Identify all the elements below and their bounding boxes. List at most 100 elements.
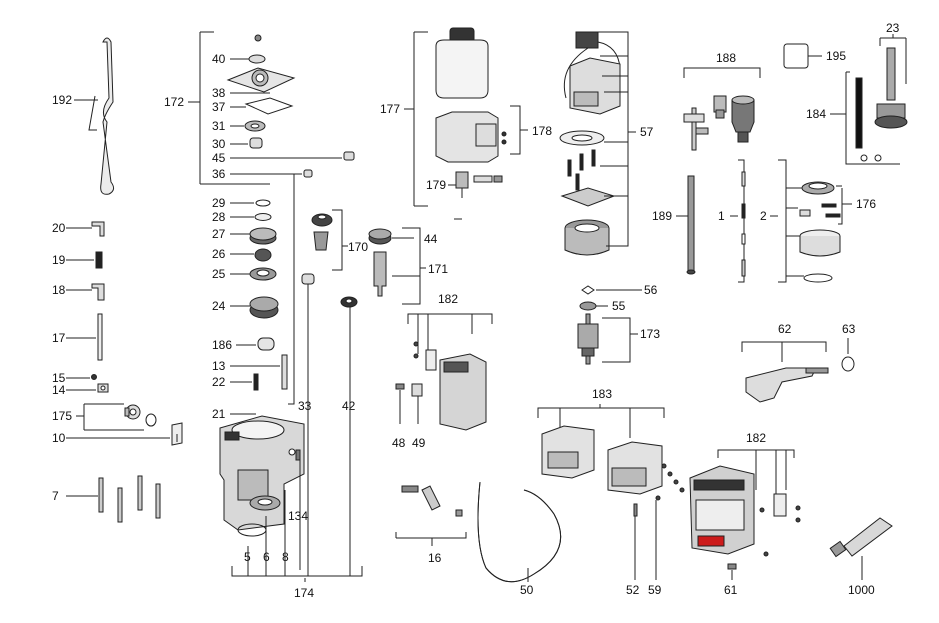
part-17	[97, 313, 103, 361]
callout-49: 49	[412, 436, 426, 450]
armature-icon	[577, 313, 599, 365]
callout-18: 18	[52, 283, 66, 297]
callout-1: 1	[718, 209, 725, 223]
hose-icon	[477, 481, 562, 583]
callout-174: 174	[294, 586, 314, 600]
part-7-screws	[98, 475, 161, 523]
callout-134: 134	[288, 509, 308, 523]
callout-23: 23	[886, 21, 900, 35]
callout-16: 16	[428, 551, 442, 565]
callout-21: 21	[212, 407, 226, 421]
part-195	[783, 43, 809, 69]
part-176-sleeve	[799, 229, 841, 257]
part-36	[303, 169, 313, 178]
part-42	[340, 296, 358, 308]
part-23-spindle	[874, 47, 908, 129]
callout-15: 15	[52, 371, 66, 385]
callout-45: 45	[212, 151, 226, 165]
part-49	[411, 383, 423, 397]
handle-icon	[745, 367, 829, 403]
chuck-icon	[731, 95, 755, 143]
callout-176: 176	[856, 197, 876, 211]
callout-30: 30	[212, 137, 226, 151]
callout-50: 50	[520, 583, 534, 597]
callout-25: 25	[212, 267, 226, 281]
part-183-half-b	[607, 441, 663, 495]
part-26	[254, 248, 272, 262]
part-16-lever	[401, 485, 463, 517]
callout-63: 63	[842, 322, 856, 336]
part-38-flange	[226, 67, 296, 93]
part-24-gear	[249, 296, 279, 319]
callout-27: 27	[212, 227, 226, 241]
part-27-gear	[249, 227, 277, 245]
part-63	[841, 356, 855, 372]
callout-183: 183	[592, 387, 612, 401]
part-37-gasket	[244, 97, 294, 115]
part-170-pinion	[313, 231, 329, 251]
callout-42: 42	[342, 399, 356, 413]
part-176-oring	[803, 273, 833, 283]
callout-186: 186	[212, 338, 232, 352]
callout-40: 40	[212, 52, 226, 66]
part-45	[343, 151, 355, 161]
callout-61: 61	[724, 583, 738, 597]
part-19	[95, 251, 103, 269]
callout-171: 171	[428, 262, 448, 276]
callout-55: 55	[612, 299, 626, 313]
callout-182a: 182	[438, 292, 458, 306]
part-48	[395, 383, 405, 390]
part-22	[253, 373, 259, 391]
part-176-ring	[801, 181, 835, 195]
callout-52: 52	[626, 583, 640, 597]
part-44-gear	[368, 228, 392, 245]
part-182-housing-center	[413, 341, 487, 431]
callout-36: 36	[212, 167, 226, 181]
callout-170: 170	[348, 240, 368, 254]
callout-56: 56	[644, 283, 658, 297]
part-183-half-a	[541, 425, 595, 479]
part-188-key	[683, 107, 709, 151]
callout-28: 28	[212, 210, 226, 224]
part-56	[581, 285, 595, 295]
part-186	[257, 337, 275, 351]
part-183-screws	[655, 463, 685, 501]
callout-38: 38	[212, 86, 226, 100]
part-182-housing-right	[689, 465, 801, 557]
callout-177: 177	[380, 102, 400, 116]
callout-48: 48	[392, 436, 406, 450]
callout-172: 172	[164, 95, 184, 109]
part-175	[124, 404, 157, 427]
callout-195: 195	[826, 49, 846, 63]
callout-10: 10	[52, 431, 66, 445]
part-171-shaft	[373, 251, 387, 297]
callout-31: 31	[212, 119, 226, 133]
part-20	[91, 221, 105, 237]
part-40-screws	[248, 34, 266, 64]
part-188-adapter	[713, 95, 727, 119]
callout-179: 179	[426, 178, 446, 192]
callout-33: 33	[298, 399, 312, 413]
callout-44: 44	[424, 232, 438, 246]
part-57-disc	[560, 187, 616, 207]
part-134	[295, 449, 301, 461]
callout-17: 17	[52, 331, 66, 345]
part-13	[281, 354, 288, 390]
part-28	[254, 213, 272, 221]
part-55	[579, 301, 597, 311]
part-14	[97, 383, 109, 393]
part-61	[727, 563, 737, 570]
part-57-pins	[567, 149, 596, 191]
callout-62: 62	[778, 322, 792, 336]
callout-37: 37	[212, 100, 226, 114]
part-25-bearing	[249, 267, 277, 281]
part-30	[249, 137, 263, 149]
part-33	[301, 273, 315, 285]
callout-14: 14	[52, 383, 66, 397]
callout-1000: 1000	[848, 583, 875, 597]
part-57-module	[563, 31, 621, 115]
part-57-cylinder	[564, 219, 610, 256]
callout-178: 178	[532, 124, 552, 138]
callout-2: 2	[760, 209, 767, 223]
